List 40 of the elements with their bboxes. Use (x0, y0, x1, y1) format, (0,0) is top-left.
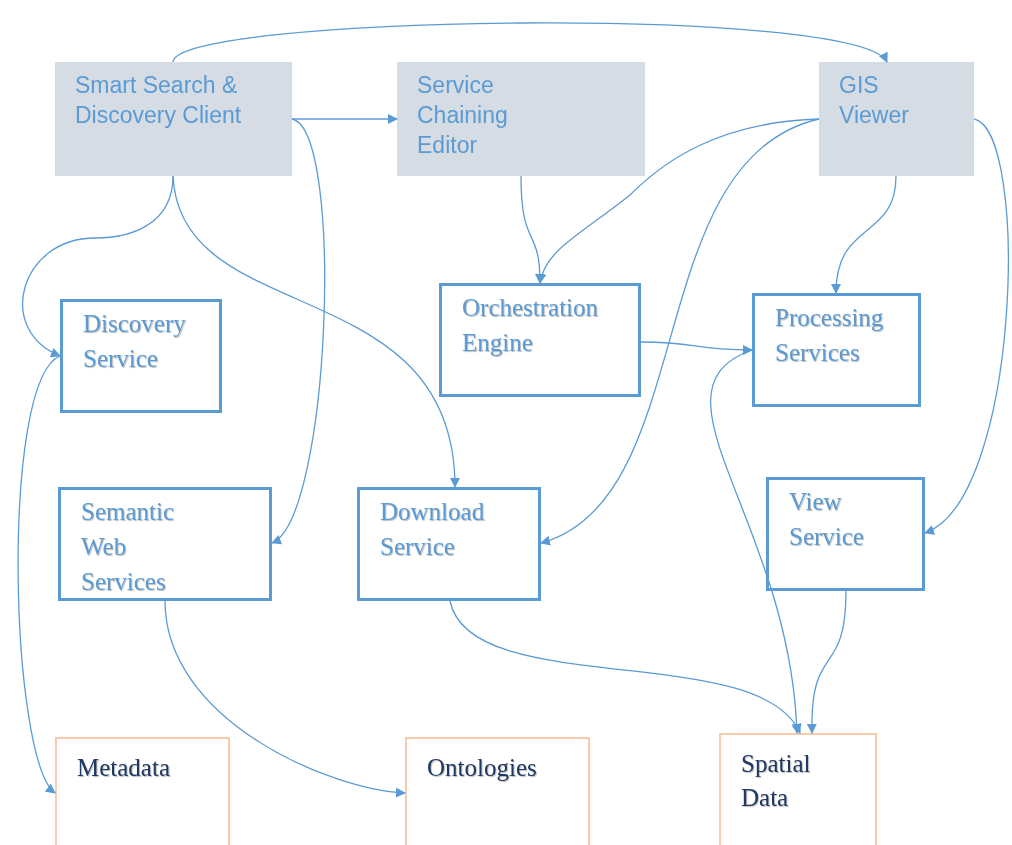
service-box (766, 477, 925, 591)
arrow (710, 349, 802, 734)
arrow (164, 600, 406, 798)
arrow (17, 355, 61, 794)
node-label: Processing Services (775, 303, 885, 368)
service-box (439, 283, 641, 397)
node-label: Spatial Data (741, 749, 812, 813)
arrow (831, 175, 897, 294)
arrow (172, 175, 459, 488)
client-box (55, 62, 292, 176)
client-box (819, 62, 974, 176)
node-label: Semantic Web Services (81, 497, 176, 597)
service-box (60, 299, 222, 413)
data-store-box (719, 733, 877, 845)
arrow (540, 118, 820, 544)
data-store-box (55, 737, 230, 845)
arrow (271, 118, 326, 544)
arrow (640, 341, 753, 355)
data-store-box (405, 737, 590, 845)
client-box (397, 62, 645, 176)
node-label: Download Service (380, 497, 486, 562)
arrow (449, 600, 801, 734)
arrow (807, 590, 847, 734)
service-box (58, 487, 272, 601)
service-box (752, 293, 921, 407)
node-label: GIS Viewer (839, 71, 910, 130)
service-box (357, 487, 541, 601)
node-label: Discovery Service (83, 309, 187, 374)
node-label: Smart Search & Discovery Client (75, 71, 243, 130)
arrow (924, 118, 1009, 534)
arrow (172, 22, 888, 63)
node-label: Service Chaining Editor (417, 71, 509, 160)
arrow (537, 118, 820, 284)
arrow (22, 175, 174, 357)
arrow (291, 114, 398, 124)
node-label: Ontologies (427, 753, 538, 783)
arrow (520, 175, 545, 284)
node-label: Metadata (77, 753, 171, 783)
node-label: View Service (789, 487, 865, 552)
node-label: Orchestration Engine (462, 293, 600, 358)
